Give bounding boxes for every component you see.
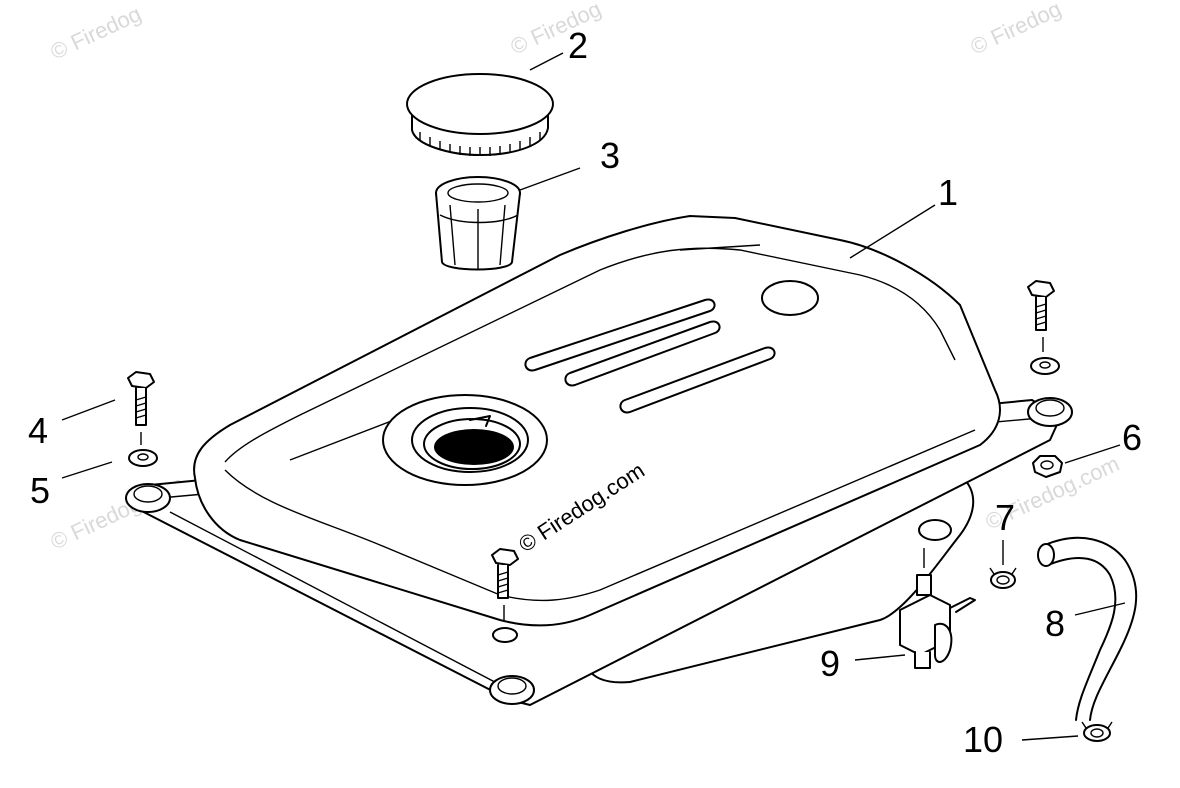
callout-7: 7 [995, 497, 1015, 538]
callout-5: 5 [30, 470, 50, 511]
bolt-right [1027, 280, 1055, 352]
tank-gauge-boss [761, 280, 819, 316]
fuel-tank [129, 215, 1061, 706]
nut [1032, 455, 1063, 478]
leader-6 [1064, 444, 1121, 464]
callout-3: 3 [600, 135, 620, 176]
filler-neck-tab [469, 415, 491, 427]
filler-neck-opening [434, 429, 514, 465]
tank-rib-2 [564, 320, 721, 387]
callout-4: 4 [28, 410, 48, 451]
callout-numbers: 1 2 3 4 5 6 7 8 9 10 [28, 25, 1142, 760]
leader-1 [849, 204, 936, 259]
bolt-left [127, 371, 155, 445]
washer-front [492, 627, 518, 643]
callout-2: 2 [568, 25, 588, 66]
rubber-mounts [125, 397, 1073, 705]
leader-3 [519, 167, 581, 191]
watermark-top-left: © Firedog [47, 1, 145, 65]
watermark-top-right: © Firedog [967, 0, 1065, 60]
tank-rib-1 [524, 298, 716, 372]
bolt-front [491, 548, 519, 620]
fuel-hose [1037, 536, 1138, 721]
hose-clip-upper [989, 567, 1017, 589]
washer-right [1030, 357, 1060, 375]
watermark-top-center: © Firedog [507, 0, 605, 60]
fuel-strainer [435, 176, 521, 271]
leader-2 [529, 52, 564, 71]
callout-8: 8 [1045, 603, 1065, 644]
rubber-mount-right [1027, 397, 1073, 427]
callout-6: 6 [1122, 417, 1142, 458]
leader-10 [1021, 735, 1079, 741]
callout-1: 1 [938, 172, 958, 213]
washer-left [128, 449, 158, 467]
leader-5 [61, 461, 113, 479]
rubber-mount-left [125, 483, 171, 513]
leader-8 [1074, 602, 1126, 616]
hose-clip-lower [1081, 721, 1113, 742]
callout-9: 9 [820, 643, 840, 684]
fuel-cock [899, 548, 976, 669]
rubber-mount-rear-bottom [918, 519, 952, 541]
leader-lines [61, 52, 1126, 741]
fuel-cap [406, 73, 554, 156]
callout-10: 10 [963, 719, 1003, 760]
leader-9 [854, 654, 906, 661]
tank-side-contour [224, 429, 976, 602]
tank-body [193, 215, 1001, 627]
leader-4 [61, 399, 116, 421]
rubber-mount-front [489, 675, 535, 705]
tank-rib-3 [619, 346, 776, 414]
